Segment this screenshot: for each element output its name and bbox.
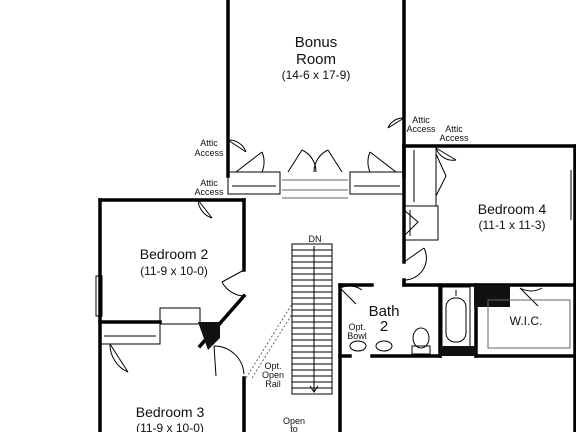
stair-treads: [292, 249, 332, 389]
bedroom2-name: Bedroom 2: [140, 246, 209, 262]
interior-lines: [95, 145, 572, 395]
opt-open-rail-line2: Open: [262, 370, 284, 380]
attic-access-2-line2: Access: [194, 187, 224, 197]
opt-bowl-line1: Opt.: [348, 322, 365, 332]
bedroom2-dims: (11-9 x 10-0): [140, 264, 208, 278]
opt-open-rail-line3: Rail: [265, 379, 281, 389]
bonus-room-label: Bonus Room (14-6 x 17-9): [282, 34, 351, 82]
bedroom3-dims: (11-9 x 10-0): [136, 421, 204, 432]
attic-access-1-line1: Attic: [200, 138, 218, 148]
attic-access-label-2: Attic Access: [194, 178, 224, 197]
stair-dn-label: DN: [309, 234, 322, 244]
opt-open-rail-label: Opt. Open Rail: [262, 361, 284, 389]
bath2-label: Bath 2: [369, 303, 400, 335]
open-to-line2: to: [290, 424, 298, 432]
wic-label: W.I.C.: [510, 314, 543, 328]
bedroom2-label: Bedroom 2 (11-9 x 10-0): [140, 246, 209, 278]
attic-access-1-line2: Access: [194, 148, 224, 158]
bonus-name-line1: Bonus: [295, 34, 338, 51]
fixtures: [198, 285, 571, 356]
attic-access-4-line2: Access: [439, 133, 469, 143]
opt-bowl-line2: Bowl: [347, 331, 367, 341]
open-to-label: Open to: [283, 416, 305, 432]
bonus-name-line2: Room: [296, 51, 336, 68]
attic-access-label-4: Attic Access: [439, 124, 469, 143]
attic-access-label-3: Attic Access: [406, 115, 436, 134]
opt-open-rail-line1: Opt.: [264, 361, 281, 371]
bedroom4-name: Bedroom 4: [478, 201, 547, 217]
attic-access-label-1: Attic Access: [194, 138, 224, 158]
bedroom4-dims: (11-1 x 11-3): [479, 218, 546, 232]
stair-arrow: [309, 246, 319, 393]
bath2-name-line1: Bath: [369, 303, 400, 320]
attic-access-2-line1: Attic: [200, 178, 218, 188]
bath2-name-line2: 2: [380, 318, 388, 335]
bedroom3-label: Bedroom 3 (11-9 x 10-0): [136, 404, 205, 432]
open-to-line1: Open: [283, 416, 305, 426]
doors: [109, 117, 543, 377]
open-rail: [245, 303, 293, 379]
bonus-dims: (14-6 x 17-9): [282, 68, 351, 82]
attic-access-3-line2: Access: [406, 124, 436, 134]
attic-access-3-line1: Attic: [412, 115, 430, 125]
attic-access-4-line1: Attic: [445, 124, 463, 134]
bedroom4-label: Bedroom 4 (11-1 x 11-3): [478, 201, 547, 232]
opt-bowl-label: Opt. Bowl: [347, 322, 367, 341]
bedroom3-name: Bedroom 3: [136, 404, 205, 420]
